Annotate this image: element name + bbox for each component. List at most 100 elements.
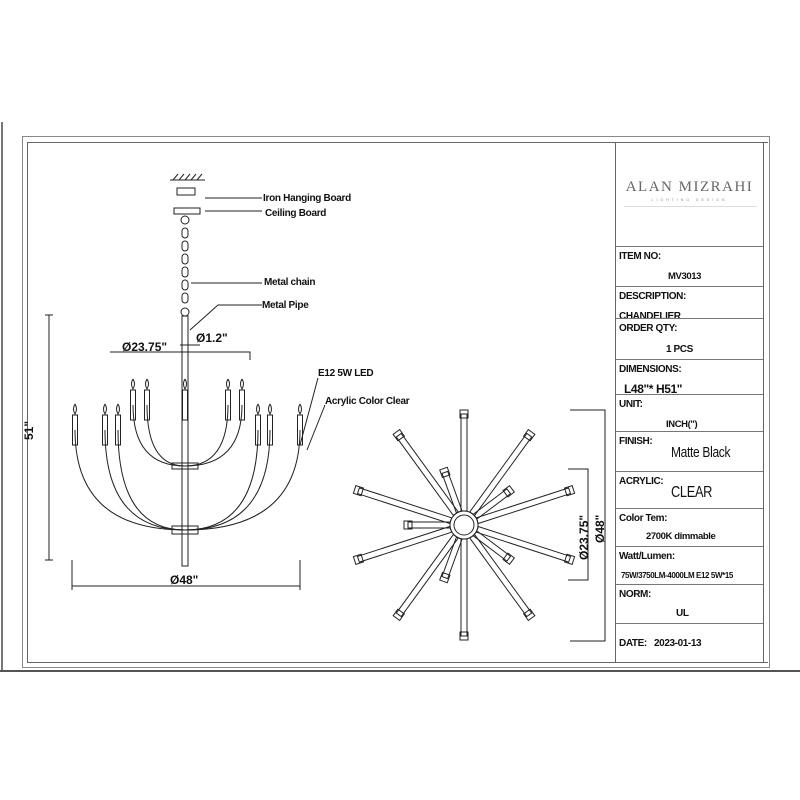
row-value: 2700K dimmable [646, 531, 716, 542]
candle-cup [352, 485, 365, 497]
candle-sleeve [225, 389, 231, 421]
arm [475, 525, 572, 563]
dimension-lines [45, 314, 606, 642]
candle-flame [116, 403, 120, 415]
iron-hanging-board [176, 187, 196, 196]
lower-arm [74, 429, 186, 531]
lower-arm [184, 429, 271, 531]
candle-flame [226, 378, 230, 390]
title-block: ALAN MIZRAHI LIGHTING DESIGN ITEM NO:MV3… [615, 142, 764, 663]
candle-sleeve [102, 414, 108, 446]
candle-cup [459, 631, 469, 641]
title-block-row: DIMENSIONS:L48"* H51" [616, 359, 763, 396]
chain-link [181, 253, 189, 265]
top-outer-dim-line [570, 409, 606, 642]
upper-arm [184, 404, 229, 467]
inner-frame [27, 142, 768, 663]
candle-flame [145, 378, 149, 390]
dim-height: 51" [22, 420, 36, 440]
row-key: FINISH: [619, 436, 653, 447]
row-key: Color Tem: [619, 513, 668, 524]
ceiling-hatch [190, 173, 197, 181]
row-value: INCH(") [666, 419, 698, 430]
row-key: Watt/Lumen: [619, 551, 675, 562]
row-key: DESCRIPTION: [619, 291, 686, 302]
candle-cup [392, 608, 406, 622]
row-key: UNIT: [619, 399, 643, 410]
arm [441, 536, 463, 580]
candle-cup [352, 553, 365, 565]
lower-arm [117, 429, 186, 531]
leader [306, 404, 326, 451]
row-value: UL [676, 608, 689, 619]
lower-arm [184, 429, 259, 531]
height-dim-line [45, 314, 53, 561]
row-value: Matte Black [671, 444, 731, 461]
arm [472, 488, 512, 520]
candle-flame [268, 403, 272, 415]
arm [356, 525, 453, 563]
chain-link [181, 279, 189, 291]
candle-flame [240, 378, 244, 390]
candle-sleeve [72, 414, 78, 446]
candle-sleeve [267, 414, 273, 446]
sheet-left-edge [1, 122, 3, 672]
upper-arm [184, 404, 243, 467]
title-block-row: UNIT: INCH(") [616, 394, 763, 431]
arm [460, 538, 468, 637]
row-key: NORM: [619, 589, 651, 600]
title-block-row: Color Tem: 2700K dimmable [616, 508, 763, 546]
candle-flame [131, 378, 135, 390]
candle-flame [183, 378, 187, 390]
ceiling-hatch [172, 173, 179, 181]
dim-inner-diameter: Ø23.75" [122, 340, 168, 354]
title-block-row: NORM: UL [616, 584, 763, 623]
top-view [352, 409, 576, 641]
candle-cup [439, 466, 451, 479]
candle-sleeve [144, 389, 150, 421]
upper-arm [146, 404, 186, 467]
logo-divider [624, 206, 757, 207]
row-key: ITEM NO: [619, 251, 661, 262]
row-value: CLEAR [671, 484, 713, 501]
candle-cup [459, 409, 469, 419]
title-block-row: ITEM NO:MV3013 [616, 246, 763, 286]
candle-cup [522, 428, 536, 442]
brand-logo: ALAN MIZRAHI [625, 179, 754, 195]
sheet-bottom-edge [0, 670, 800, 672]
arm [395, 432, 459, 517]
chain-ball [180, 215, 190, 225]
title-block-row: DESCRIPTION:CHANDELIER [616, 286, 763, 322]
upper-hub [171, 462, 199, 470]
candle-sleeve [239, 389, 245, 421]
title-block-row: Watt/Lumen: 75W/3750LM-4000LM E12 5W*15 [616, 546, 763, 584]
row-value: L48"* H51" [624, 382, 683, 396]
title-block-row: FINISH: Matte Black [616, 431, 763, 471]
label-bulb: E12 5W LED [318, 368, 374, 379]
chain-link [181, 240, 189, 252]
candle-sleeve [255, 414, 261, 446]
row-value: 75W/3750LM-4000LM E12 5W*15 [621, 571, 733, 580]
label-metal-chain: Metal chain [264, 277, 316, 288]
arm [475, 487, 572, 525]
candle-flame [298, 403, 302, 415]
metal-pipe [181, 315, 189, 567]
chain-ball [180, 307, 190, 317]
upper-arm [132, 404, 186, 467]
label-iron-hanging-board: Iron Hanging Board [263, 193, 351, 204]
label-metal-pipe: Metal Pipe [262, 300, 309, 311]
dim-outer-diameter: Ø48" [170, 573, 199, 587]
dim-pipe-diameter: Ø1.2" [196, 331, 228, 345]
dim-top-inner-diameter: Ø23.75" [577, 514, 591, 560]
ceiling-hatch [184, 173, 191, 181]
row-key: ORDER QTY: [619, 323, 678, 334]
arm [407, 521, 451, 529]
candle-cup [563, 485, 576, 497]
dim-top-outer-diameter: Ø48" [593, 514, 607, 543]
row-key: DATE: [619, 638, 647, 649]
candle-cup [439, 571, 451, 584]
arm [441, 470, 463, 514]
chain-link [181, 292, 189, 304]
title-block-row: ORDER QTY:1 PCS [616, 318, 763, 359]
